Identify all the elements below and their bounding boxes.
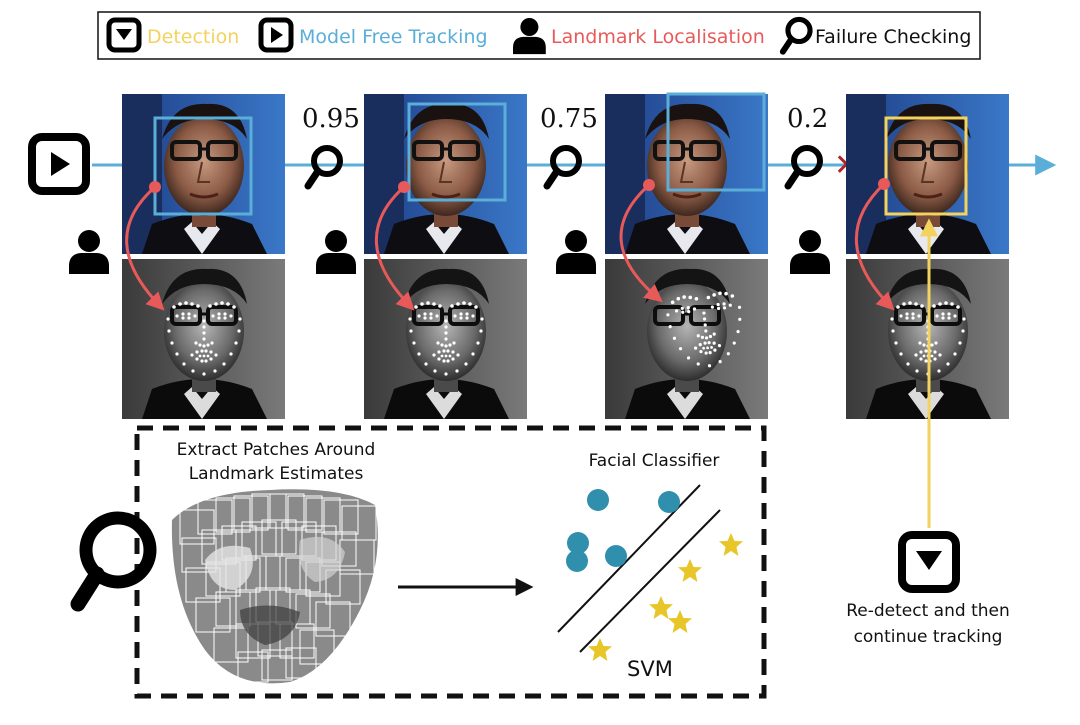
failure-check-magnifier-1: [308, 148, 340, 186]
frame-1-landmarks: [120, 257, 287, 421]
person-icon-frame-4: [790, 230, 830, 274]
negative-sample-point: [567, 532, 589, 554]
landmark-arrow-2: [374, 185, 415, 311]
classifier-title: Facial Classifier: [589, 451, 720, 471]
negative-sample-point: [587, 489, 609, 511]
person-icon-frame-2: [316, 230, 356, 274]
negative-sample-point: [605, 545, 627, 567]
svm-margin-line-2: [579, 509, 721, 653]
score-frame-4: 0.2: [787, 104, 828, 134]
redetect-caption-line-2: continue tracking: [854, 627, 1003, 647]
person-icon-frame-3: [556, 230, 596, 274]
score-frame-2: 0.95: [302, 104, 360, 134]
start-tracking-play-icon: [28, 133, 90, 195]
frame-2-color: [362, 92, 529, 256]
landmark-arrow-4: [854, 182, 895, 311]
patch-title-line-2: Landmark Estimates: [189, 464, 364, 484]
positive-sample-star: [719, 533, 743, 556]
frame-3-landmarks: [603, 257, 770, 421]
negative-sample-point: [566, 550, 588, 572]
landmark-arrow-3: [619, 183, 663, 303]
score-frame-3: 0.75: [540, 104, 598, 134]
tracking-play-icon: [258, 17, 294, 53]
tracking-box-3: [666, 92, 766, 192]
failure-check-magnifier-2: [547, 148, 579, 186]
failure-check-panel: [134, 425, 767, 699]
legend-tracking-label: Model Free Tracking: [299, 26, 488, 48]
positive-sample-star: [678, 559, 702, 582]
legend: Detection Model Free Tracking Landmark L…: [97, 11, 981, 60]
detection-box: [884, 116, 968, 216]
patch-title-line-1: Extract Patches Around: [177, 440, 376, 460]
redetect-detection-icon: [898, 531, 960, 593]
frame-2-landmarks: [362, 257, 529, 421]
detection-icon: [106, 17, 142, 53]
person-icon-frame-1: [69, 230, 109, 274]
negative-sample-point: [658, 491, 680, 513]
landmark-arrow-1: [125, 185, 165, 311]
frame-3-color: [603, 92, 770, 256]
landmark-patches-image: [171, 489, 378, 684]
large-magnifier-icon: [70, 511, 157, 612]
legend-landmark-label: Landmark Localisation: [551, 26, 765, 48]
failure-check-magnifier-3: [788, 148, 820, 186]
tracking-box-2: [407, 102, 507, 202]
positive-sample-star: [649, 596, 673, 619]
negative-samples: [566, 489, 680, 572]
legend-detection-label: Detection: [147, 26, 239, 48]
redetect-caption-line-1: Re-detect and then: [846, 601, 1010, 621]
positive-sample-star: [668, 610, 692, 633]
legend-failure-label: Failure Checking: [815, 26, 971, 48]
svm-label: SVM: [627, 657, 673, 681]
tracking-box-1: [153, 116, 253, 216]
